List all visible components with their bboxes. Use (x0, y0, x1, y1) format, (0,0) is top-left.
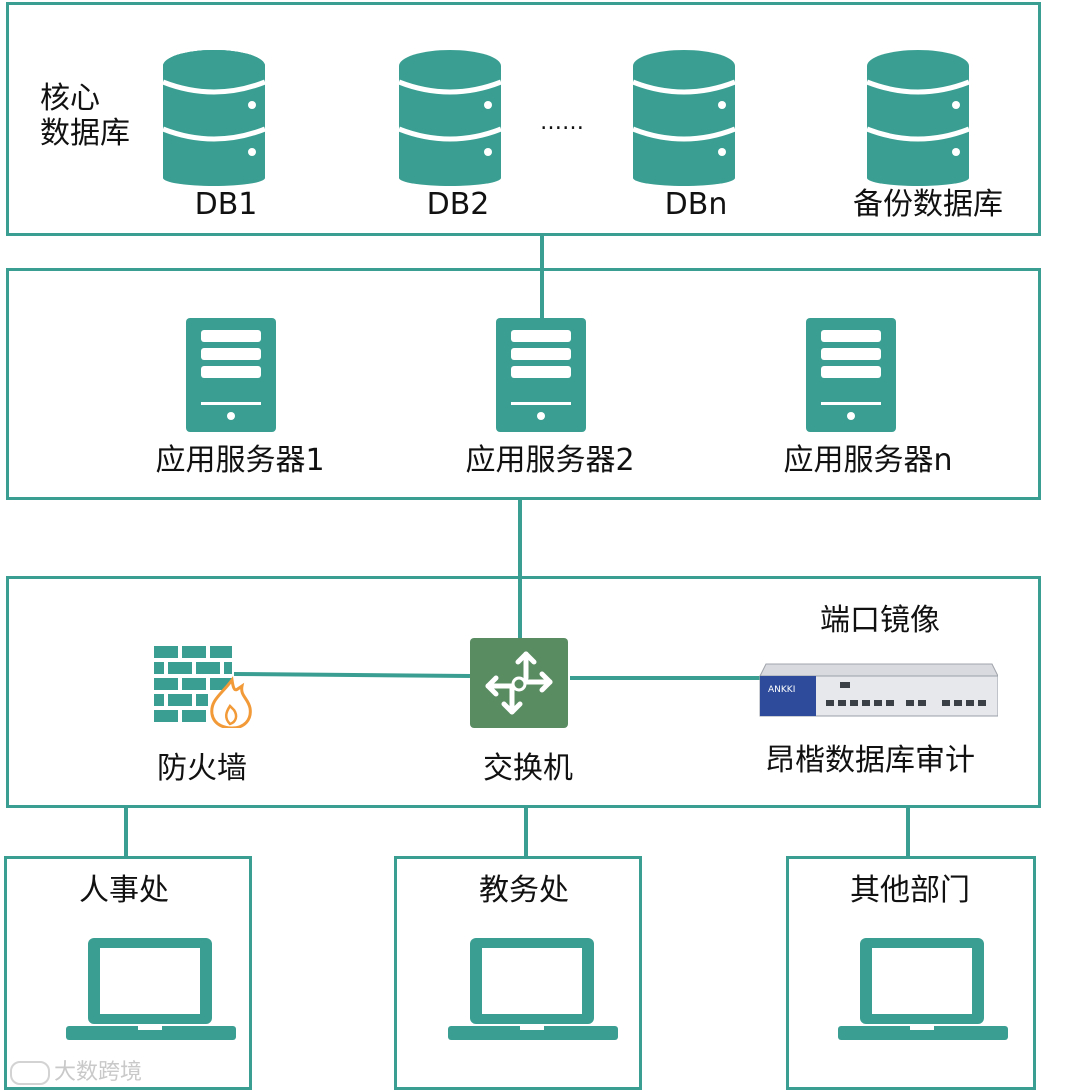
server-icon (806, 318, 896, 432)
department-label-academic: 教务处 (479, 873, 569, 908)
connector-line (124, 806, 128, 858)
server-icon (186, 318, 276, 432)
core-database-label-line1: 核心 (40, 81, 100, 116)
connector-line (524, 806, 528, 858)
database-label-dbn: DBn (664, 187, 728, 222)
watermark-label: 大数跨境 (54, 1060, 143, 1085)
app-server-label-n: 应用服务器n (783, 443, 953, 478)
database-icon (398, 50, 502, 186)
switch-label: 交换机 (483, 751, 573, 786)
watermark-text: 大数跨境 (10, 1054, 142, 1086)
core-database-label-line2: 数据库 (40, 115, 130, 151)
firewall-icon (154, 646, 252, 728)
database-label-db2: DB2 (426, 187, 490, 222)
department-label-other: 其他部门 (850, 873, 970, 908)
database-icon-body (162, 50, 266, 186)
watermark-logo-icon (10, 1061, 50, 1085)
connector-line (540, 268, 544, 320)
appliance-brand-text: ANKKI (768, 685, 795, 695)
server-icon (496, 318, 586, 432)
database-label-backup: 备份数据库 (853, 187, 1003, 222)
firewall-label: 防火墙 (157, 751, 247, 786)
audit-appliance-icon: ANKKI (759, 663, 998, 717)
database-label-db1: DB1 (194, 187, 258, 222)
department-label-hr: 人事处 (79, 873, 169, 908)
laptop-icon (66, 938, 236, 1040)
ellipsis-text: …… (540, 110, 584, 135)
connector-line (906, 806, 910, 858)
switch-audit-link (570, 676, 770, 680)
core-database-label: 核心 数据库 (40, 81, 130, 151)
app-server-label-2: 应用服务器2 (465, 443, 635, 478)
laptop-icon (448, 938, 618, 1040)
backup-database-icon (866, 50, 970, 186)
connector-line (518, 576, 522, 640)
connector-line (518, 498, 522, 640)
switch-icon (470, 638, 568, 728)
laptop-icon (838, 938, 1008, 1040)
app-server-label-1: 应用服务器1 (155, 443, 325, 478)
audit-label: 昂楷数据库审计 (765, 743, 975, 778)
database-icon (632, 50, 736, 186)
port-mirror-label: 端口镜像 (820, 603, 940, 638)
